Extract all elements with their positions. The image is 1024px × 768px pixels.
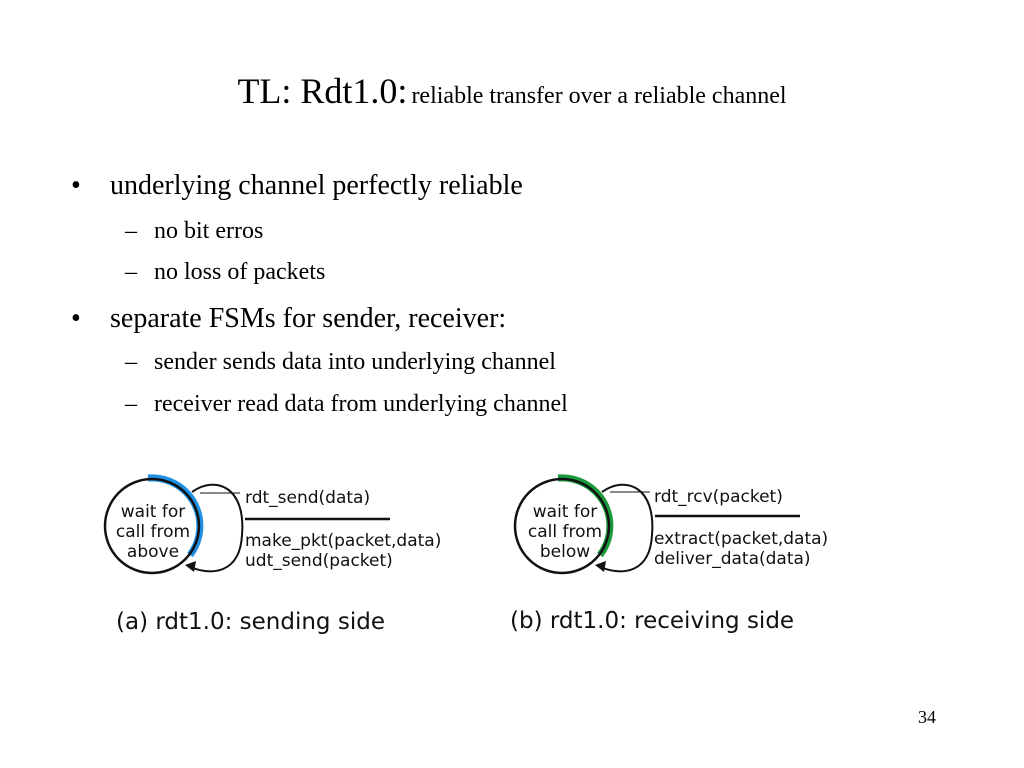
receiver-event-label: rdt_rcv(packet): [654, 487, 783, 507]
receiver-state-label-3: below: [540, 542, 590, 562]
title-main: TL: Rdt1.0:: [237, 71, 408, 111]
sub-bullet-text: sender sends data into underlying channe…: [154, 349, 556, 375]
sender-event-label: rdt_send(data): [245, 488, 370, 508]
sender-arrowhead: [185, 561, 196, 572]
title-subtitle: reliable transfer over a reliable channe…: [411, 83, 787, 109]
receiver-state-circle: [513, 477, 611, 575]
slide-title: TL: Rdt1.0: reliable transfer over a rel…: [0, 70, 1024, 112]
bullet-text: underlying channel perfectly reliable: [110, 170, 523, 201]
sender-state-label-3: above: [127, 542, 179, 562]
receiver-arrowhead: [595, 561, 606, 572]
sender-state-circle: [103, 477, 201, 575]
receiver-self-loop: [597, 483, 654, 573]
receiver-state-label-1: wait for: [533, 502, 598, 522]
receiver-state-label-2: call from: [528, 522, 602, 542]
bullet-marker: •: [71, 303, 81, 334]
sender-caption: (a) rdt1.0: sending side: [116, 609, 385, 635]
sender-action-label-1: make_pkt(packet,data): [245, 531, 441, 551]
bullet-marker: •: [71, 170, 81, 201]
receiver-action-label-2: deliver_data(data): [654, 549, 811, 569]
sender-fsm-diagram: wait for call from above rdt_send(data) …: [103, 474, 441, 635]
dash-marker: –: [125, 259, 137, 285]
sender-state-label-2: call from: [116, 522, 190, 542]
sender-state-label-1: wait for: [121, 502, 186, 522]
receiver-fsm-diagram: wait for call from below rdt_rcv(packet)…: [510, 474, 828, 634]
page-number: 34: [918, 707, 936, 727]
sender-self-loop: [187, 483, 244, 573]
dash-marker: –: [125, 349, 137, 375]
sub-bullet-text: no bit erros: [154, 218, 264, 244]
dash-marker: –: [125, 391, 137, 417]
dash-marker: –: [125, 218, 137, 244]
receiver-action-label-1: extract(packet,data): [654, 529, 828, 549]
receiver-caption: (b) rdt1.0: receiving side: [510, 608, 794, 634]
bullet-text: separate FSMs for sender, receiver:: [110, 303, 507, 334]
sub-bullet-text: no loss of packets: [154, 259, 326, 285]
sender-action-label-2: udt_send(packet): [245, 551, 393, 571]
sub-bullet-text: receiver read data from underlying chann…: [154, 391, 568, 417]
